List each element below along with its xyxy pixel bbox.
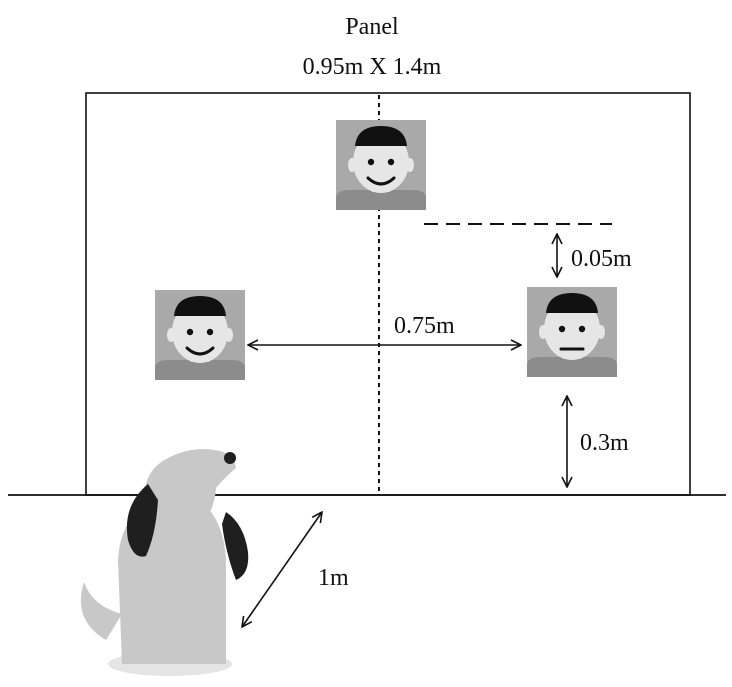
- dog-ear-right: [222, 512, 249, 580]
- panel-title: Panel: [345, 14, 399, 40]
- height-label: 0.3m: [580, 430, 629, 456]
- face-top-smiling: [334, 118, 428, 212]
- dog-ear-left: [126, 484, 158, 557]
- spacing-label: 0.75m: [394, 313, 455, 339]
- face-right-neutral: [525, 285, 619, 379]
- offset-label: 0.05m: [571, 246, 632, 272]
- dog-tail: [80, 582, 122, 640]
- panel-size: 0.95m X 1.4m: [303, 54, 442, 80]
- distance-arrow: [242, 512, 322, 627]
- dog-head: [144, 449, 236, 532]
- face-left-smiling: [153, 288, 247, 382]
- distance-label: 1m: [318, 565, 349, 591]
- dog-nose: [224, 452, 236, 464]
- dog-illustration: [80, 449, 249, 676]
